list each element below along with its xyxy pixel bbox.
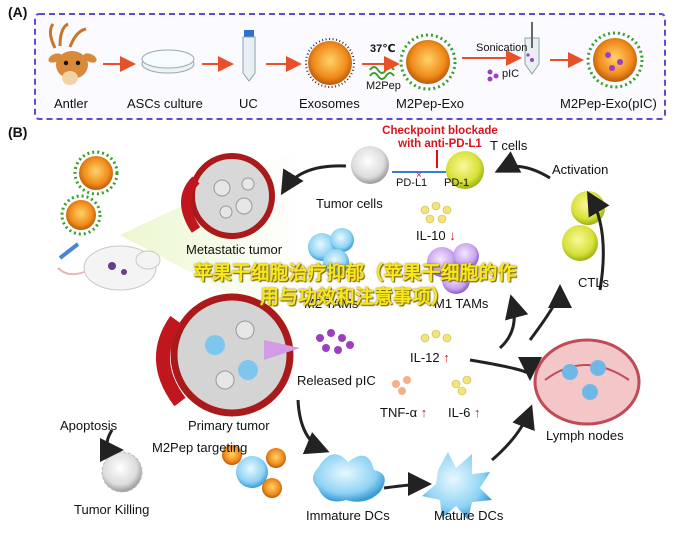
label-tumor-cells: Tumor cells (316, 196, 383, 211)
ctl-icon (562, 191, 605, 261)
label-pd-l1: PD-L1 (396, 177, 428, 189)
svg-text:×: × (416, 170, 422, 181)
label-mature-dcs: Mature DCs (434, 508, 504, 523)
label-antler: Antler (54, 96, 88, 111)
label-tnf: TNF-α ↑ (380, 405, 427, 420)
label-m2pep-exo-pic: M2Pep-Exo(pIC) (560, 96, 657, 111)
arrow-down-icon: ↓ (449, 228, 456, 243)
label-uc: UC (239, 96, 258, 111)
sonication-tube-icon (487, 22, 540, 82)
panel-a-letter: (A) (8, 4, 28, 20)
metastatic-tumor-icon (181, 153, 275, 239)
m2pep-exo-pic-icon (586, 31, 644, 89)
exosome-injected-icon (60, 150, 119, 236)
m2pep-exo-icon (399, 33, 457, 91)
arrow-up-icon: ↑ (443, 350, 450, 365)
label-metastatic-tumor: Metastatic tumor (186, 242, 283, 257)
label-checkpoint: Checkpoint blockade with anti-PD-L1 (370, 125, 510, 151)
label-tumor-killing: Tumor Killing (74, 502, 150, 517)
tumor-killing-icon (101, 451, 143, 493)
panel-b-letter: (B) (8, 124, 28, 140)
m2pep-targeting-icon (222, 445, 286, 498)
il12-text: IL-12 (410, 350, 440, 365)
il10-text: IL-10 (416, 228, 446, 243)
mature-dc-icon (422, 452, 492, 520)
label-lymph-nodes: Lymph nodes (546, 428, 624, 443)
label-temp: 37℃ (370, 43, 396, 55)
label-pic-a: pIC (502, 68, 520, 80)
il6-text: IL-6 (448, 405, 471, 420)
label-released-pic: Released pIC (297, 373, 376, 388)
label-m2pep: M2Pep (366, 80, 401, 92)
exosome-icon (305, 38, 355, 88)
arrow-up-icon: ↑ (420, 405, 428, 420)
deer-icon (48, 22, 97, 85)
label-il6: IL-6 ↑ (448, 405, 481, 420)
tumor-cell-icon (351, 146, 389, 184)
label-m2pep-exo: M2Pep-Exo (396, 96, 464, 111)
label-activation: Activation (552, 162, 609, 177)
tnf-text: TNF-α (380, 405, 418, 420)
label-ascs-culture: ASCs culture (127, 96, 203, 111)
label-primary-tumor: Primary tumor (188, 418, 270, 433)
arrow-up-icon: ↑ (474, 405, 481, 420)
m2-tams-icon (308, 228, 354, 275)
tube-icon (242, 30, 256, 82)
label-exosomes: Exosomes (299, 96, 360, 111)
checkpoint-line: Checkpoint blockade (382, 125, 498, 137)
t-cell-icon: × (392, 151, 484, 189)
overlay-caption: 苹果干细胞治疗抑郁（苹果干细胞的作用与功效和注意事项） (193, 263, 517, 308)
label-m1-tams: M1 TAMs (434, 296, 489, 311)
label-il12: IL-12 ↑ (410, 350, 450, 365)
label-immature-dcs: Immature DCs (306, 508, 390, 523)
anti-pd-l1-line: with anti-PD-L1 (398, 138, 482, 150)
label-il10: IL-10 ↓ (416, 228, 456, 243)
primary-tumor-icon (156, 293, 300, 417)
label-m2pep-targeting: M2Pep targeting (152, 440, 248, 455)
immature-dc-icon (313, 454, 385, 502)
petri-dish-icon (141, 49, 195, 74)
label-sonication: Sonication (476, 42, 528, 54)
label-m2-tams: M2 TAMs (304, 296, 359, 311)
label-apoptosis: Apoptosis (60, 418, 118, 433)
label-ctls: CTLs (578, 275, 610, 290)
lymph-node-icon (533, 338, 641, 426)
label-pd-1: PD-1 (444, 177, 470, 189)
m1-tams-icon (427, 243, 479, 294)
mouse-icon (57, 245, 161, 291)
label-t-cells: T cells (490, 138, 528, 153)
